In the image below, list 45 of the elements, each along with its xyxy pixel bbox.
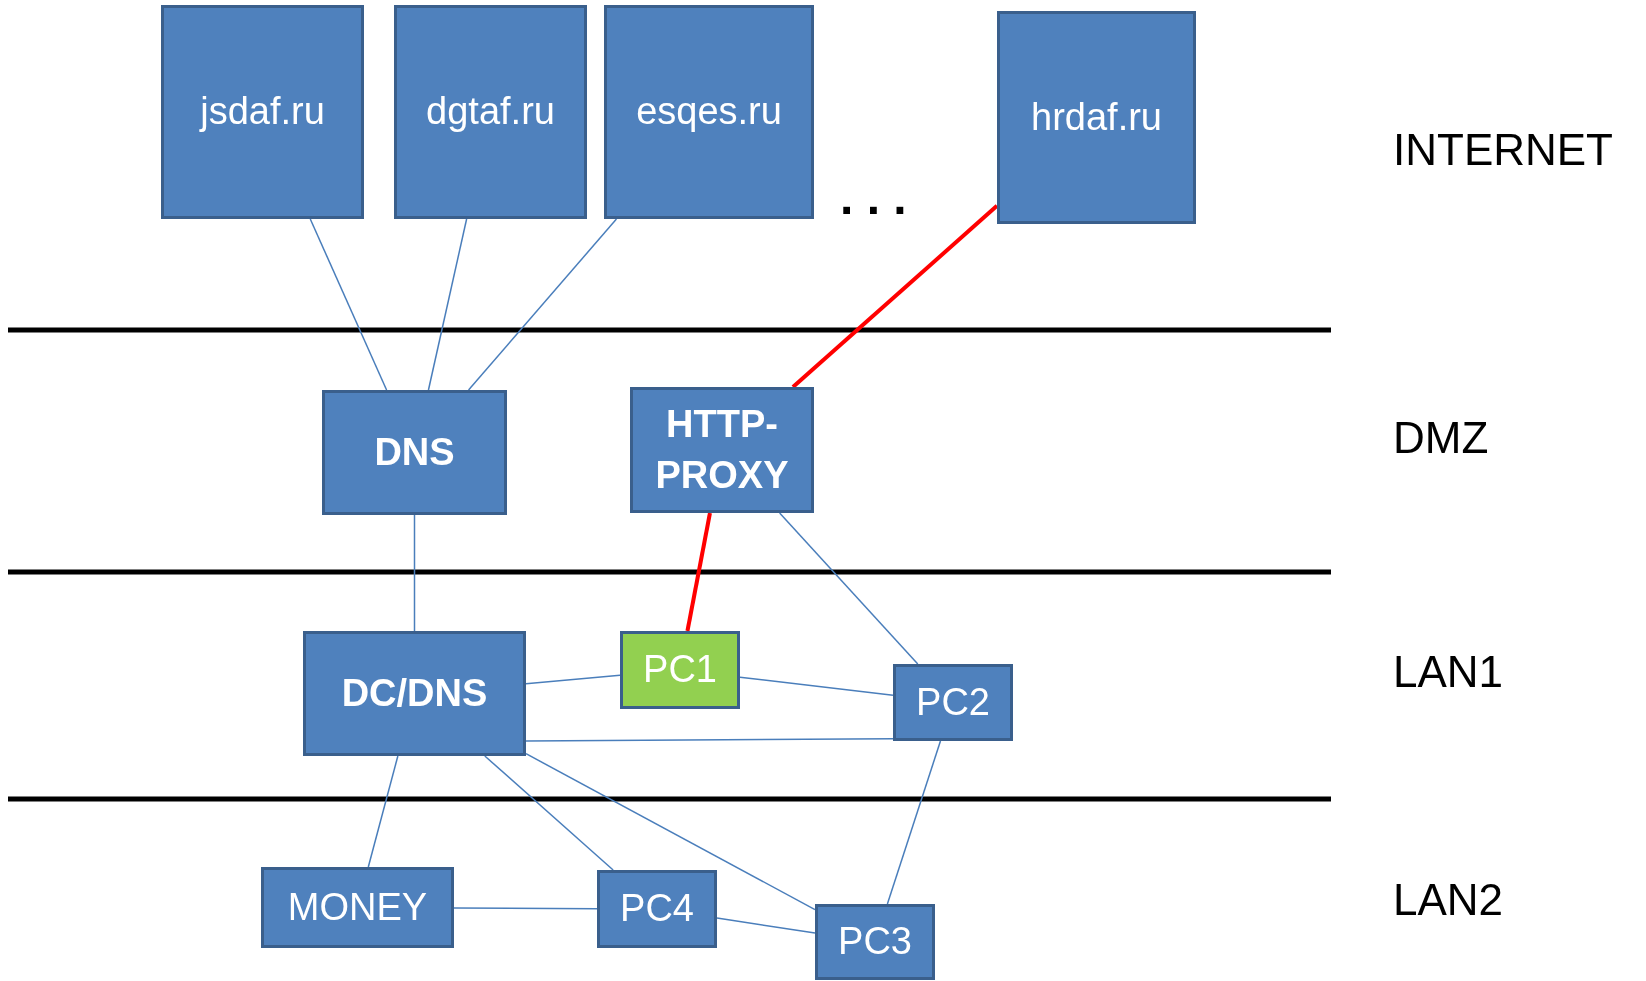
node-label: PC2 — [916, 679, 990, 725]
node-label: dgtaf.ru — [426, 89, 555, 135]
connector-line — [886, 740, 942, 905]
server-box — [322, 390, 507, 515]
connector-line — [467, 218, 618, 391]
node-label: PC4 — [620, 886, 694, 932]
server-box — [630, 387, 814, 513]
computer-box — [261, 867, 454, 948]
connector-line — [427, 218, 468, 391]
zone-label: LAN2 — [1393, 875, 1504, 925]
connector-line — [367, 755, 399, 868]
node-label: DNS — [374, 429, 455, 475]
computer-box — [893, 664, 1013, 741]
node-label: esqes.ru — [636, 89, 782, 135]
node-label: MONEY — [287, 884, 428, 930]
zone-label: DMZ — [1393, 413, 1489, 463]
computer-box — [620, 631, 740, 709]
server-box — [604, 5, 814, 219]
node-label: PC3 — [838, 919, 912, 965]
zone-label: LAN1 — [1393, 647, 1504, 697]
connector-line — [413, 514, 416, 632]
node-label: jsdaf.ru — [200, 89, 325, 135]
connector-line — [525, 737, 894, 742]
connector-line — [685, 512, 712, 632]
connector-line — [791, 204, 999, 389]
node-label: PC1 — [643, 647, 717, 693]
computer-box — [597, 870, 717, 948]
zone-label: INTERNET — [1393, 125, 1613, 175]
node-label: HTTP-PROXY — [654, 401, 790, 498]
node-label: DC/DNS — [341, 670, 488, 716]
computer-box — [815, 904, 935, 980]
server-box — [161, 5, 364, 219]
server-box — [394, 5, 587, 219]
node-label: hrdaf.ru — [1031, 94, 1162, 140]
connector-line — [453, 907, 598, 910]
connector-line — [716, 917, 816, 934]
connector-line — [525, 752, 816, 911]
connector-line — [484, 755, 614, 871]
connector-line — [778, 512, 919, 665]
connector-line — [739, 676, 894, 697]
server-box — [997, 11, 1196, 224]
server-box — [303, 631, 526, 756]
ellipsis-dots: . . . — [840, 170, 907, 225]
connector-line — [525, 674, 621, 685]
connector-line — [309, 218, 388, 391]
